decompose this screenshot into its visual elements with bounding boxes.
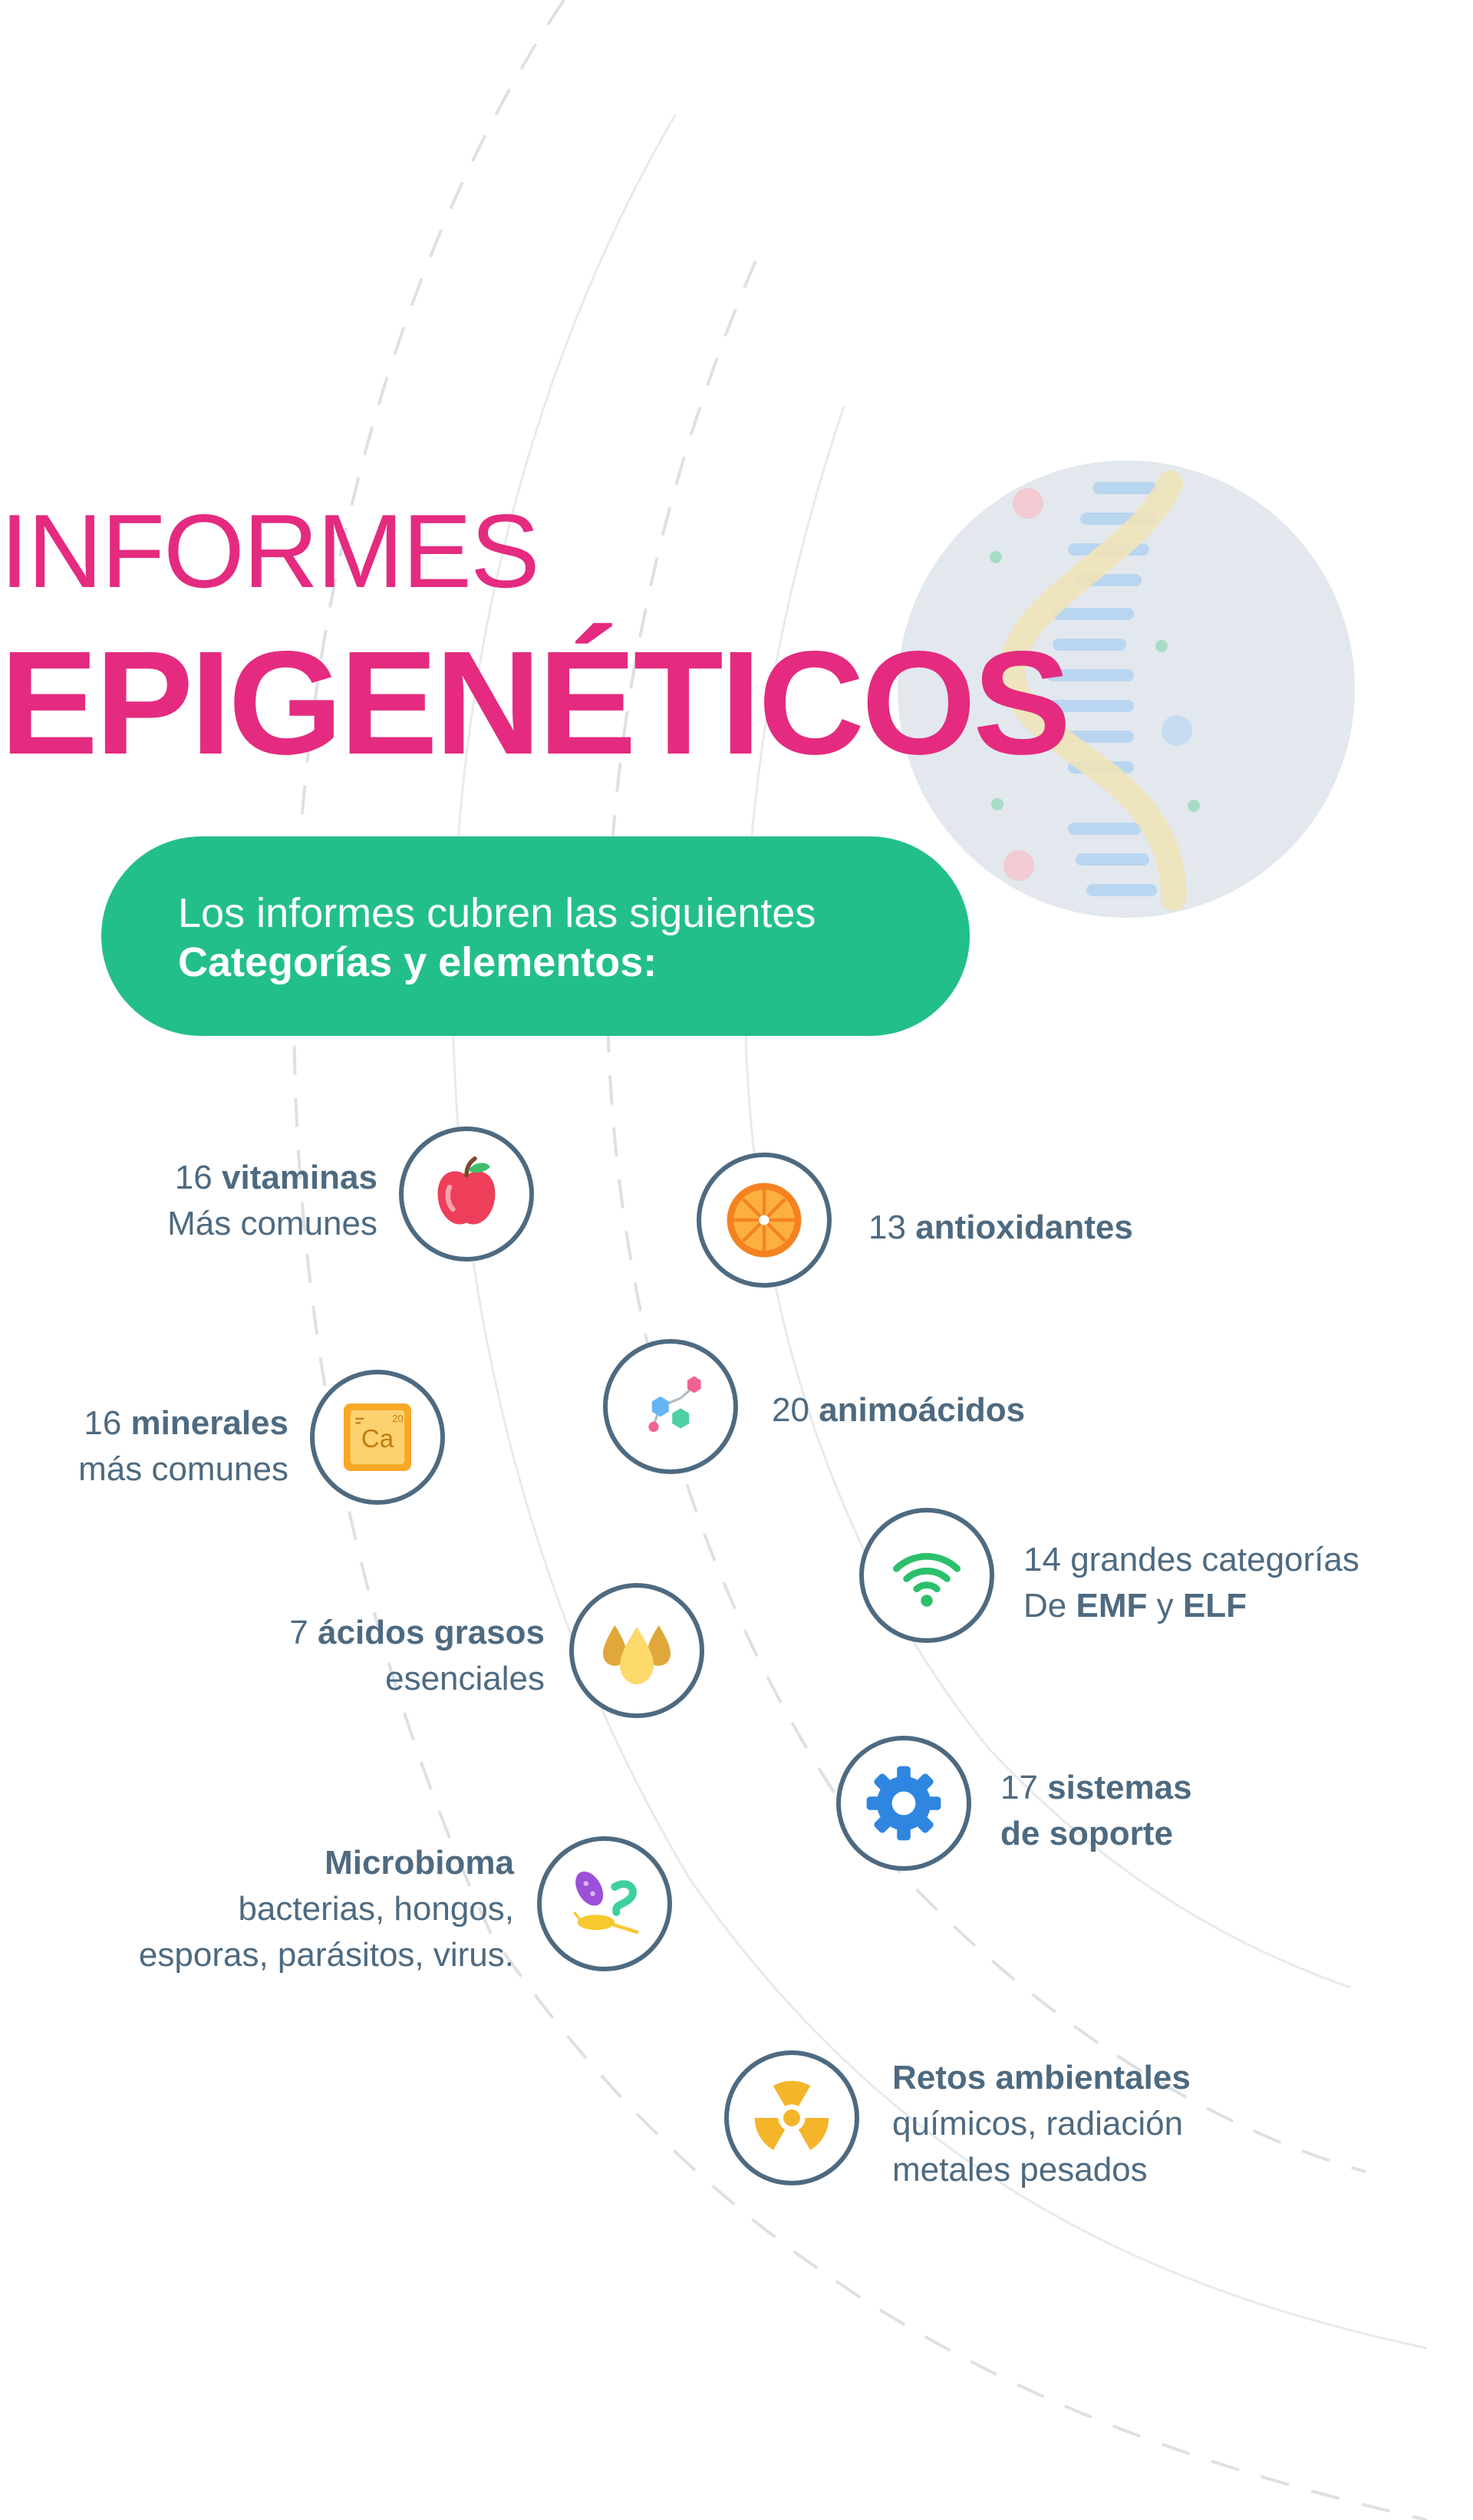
vitaminas-badge	[399, 1126, 534, 1262]
microbioma-badge	[537, 1836, 672, 1971]
dashed-arc-inner	[605, 260, 1366, 2173]
title-line-2: EPIGENÉTICOS	[0, 620, 1071, 785]
emf-label: 14 grandes categorías De EMF y ELF	[1023, 1541, 1359, 1624]
aminoacidos-badge	[603, 1339, 738, 1474]
sistemas-badge	[836, 1736, 971, 1871]
acidos-badge	[569, 1583, 704, 1718]
solid-arc-2	[743, 406, 1351, 1989]
retos-badge	[724, 2050, 859, 2185]
minerales-badge: Ca 20	[310, 1370, 445, 1505]
microbes-icon	[573, 1871, 639, 1935]
banner-line-2: Categorías y elementos:	[178, 939, 657, 985]
svg-text:Ca: Ca	[361, 1424, 394, 1453]
aminoacidos-label: 20 animoácidos	[772, 1391, 1026, 1429]
acidos-label: 7 ácidos grasos esenciales	[289, 1614, 545, 1697]
minerales-label: 16 minerales más comunes	[78, 1404, 288, 1488]
dna-illustration	[898, 460, 1355, 918]
orange-slice-icon	[727, 1182, 802, 1258]
gear-icon	[866, 1766, 941, 1841]
apple-icon	[437, 1156, 496, 1225]
intro-banner: Los informes cubren las siguientes Categ…	[101, 836, 970, 1036]
sistemas-label: 17 sistemas de soporte	[1000, 1769, 1192, 1852]
calcium-element-icon: Ca 20	[344, 1403, 411, 1471]
antioxidantes-badge	[697, 1153, 832, 1288]
wifi-icon	[893, 1552, 961, 1607]
oil-drops-icon	[603, 1625, 671, 1684]
emf-badge	[859, 1508, 994, 1643]
dashed-arc-outer	[292, 0, 1428, 2520]
retos-label: Retos ambientales químicos, radiación me…	[892, 2059, 1191, 2189]
svg-text:20: 20	[392, 1413, 404, 1424]
banner-line-1: Los informes cubren las siguientes	[178, 890, 816, 936]
molecule-icon	[648, 1376, 701, 1432]
radiation-icon	[754, 2080, 829, 2150]
microbioma-label: Microbioma bacterias, hongos, esporas, p…	[138, 1844, 514, 1974]
vitaminas-label: 16 vitaminas Más comunes	[167, 1159, 377, 1242]
title-line-1: INFORMES	[0, 493, 540, 609]
antioxidantes-label: 13 antioxidantes	[868, 1209, 1133, 1246]
